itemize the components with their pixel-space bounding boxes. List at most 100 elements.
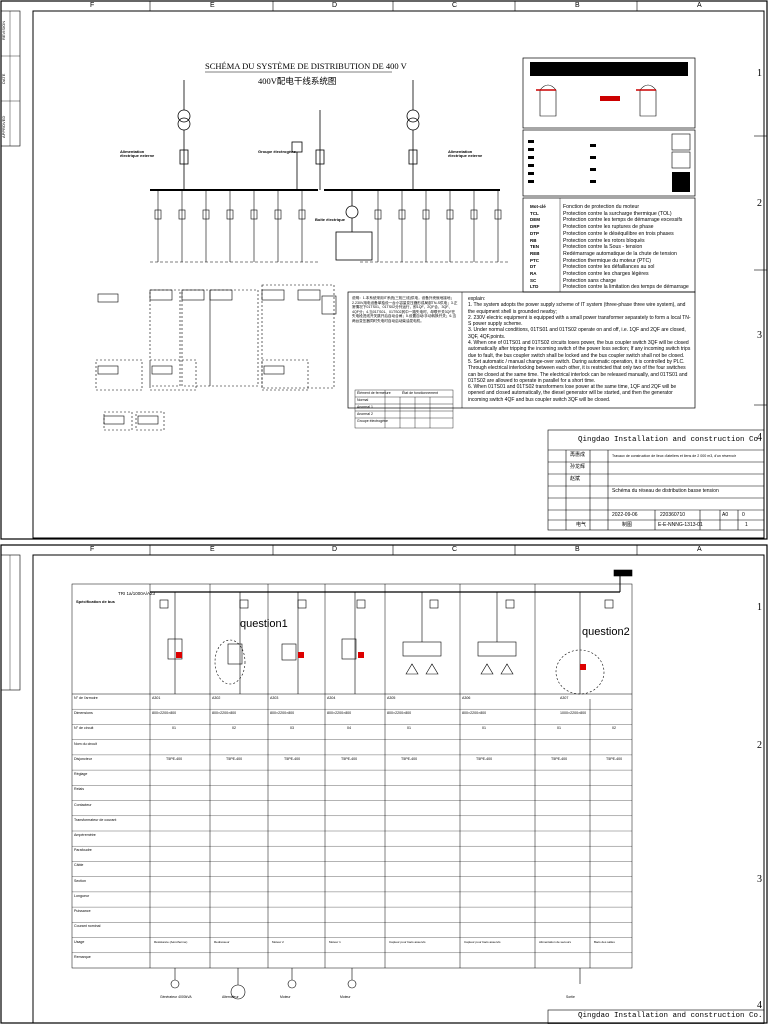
explain-line: 5. Set automatic / manual change-over sw… — [468, 358, 688, 384]
column-letter: A — [697, 546, 702, 553]
busbar-spec-label: Spécification de bus — [76, 599, 115, 604]
table-row-label: Normal — [357, 398, 369, 402]
legend-item: Protection contre la limitation des temp… — [563, 284, 689, 291]
circuit-number: 01 — [172, 726, 176, 731]
revision-label: REVISION — [1, 20, 6, 40]
table-row-label: Disjoncteur — [74, 756, 92, 761]
table-row-label: Puissance — [74, 909, 91, 914]
explain-line: 6. When 01TS01 and 01TS02 transformers l… — [468, 384, 677, 403]
stage: 制图 — [622, 522, 633, 528]
diagram-title-cn: 400V配电干线系统图 — [258, 76, 337, 86]
row-number: 4 — [757, 1000, 762, 1011]
bottom-device-label: Sortie — [566, 995, 575, 999]
explain-notes: explain: 1. The system adopts the power … — [468, 296, 692, 403]
table-row-label: Relais — [74, 787, 84, 792]
column-letter: E — [210, 2, 215, 9]
date-label: DATE — [1, 73, 6, 84]
date-value: 2022-09-06 — [612, 512, 638, 518]
bus-box-label: Boîte électrique — [315, 217, 346, 222]
alim-left-label: Alimentation électrique externe — [120, 149, 155, 158]
legend-code: LTD — [530, 284, 539, 290]
approved-label: APPROVED — [1, 115, 6, 138]
cabinet-id: A304 — [327, 696, 336, 700]
cabinet-id: A303 — [270, 696, 279, 700]
table-row-label: N° de l'armoire — [74, 696, 98, 700]
legend-item: Fonction de protection du moteur — [563, 204, 640, 210]
load-name: Capteur pour bacs asservis — [389, 939, 426, 944]
legend-code: RA — [530, 271, 537, 276]
bottom-device-label: Moteur — [280, 995, 291, 999]
question-label: question2 — [582, 626, 630, 638]
column-letter: E — [210, 546, 215, 553]
load-name: Moteur 1 — [329, 939, 341, 944]
drawing-title-fr: Travaux de construction de lieux d'ateli… — [612, 454, 736, 458]
cabinet-id: A305 — [387, 696, 396, 700]
cabinet-id: A302 — [212, 696, 221, 700]
cabinet-id: A307 — [560, 696, 569, 700]
legend-code: PTC — [530, 257, 539, 263]
row-number: 2 — [757, 198, 762, 209]
load-name: Résistance (Aérotherme) — [154, 939, 188, 944]
approver-name: 赵斌 — [570, 476, 581, 482]
legend-item: Protection contre les ruptures de phase — [563, 224, 654, 231]
column-letter: A — [697, 2, 702, 9]
bottom-device-label: Moteur — [340, 995, 351, 999]
column-letter: B — [575, 546, 580, 553]
row-number: 3 — [757, 874, 762, 885]
table-row-label: Remarque — [74, 954, 91, 959]
circuit-number: 03 — [290, 726, 294, 731]
row-number: 3 — [757, 330, 762, 341]
table-row-label: Transformateur de courant — [74, 817, 117, 822]
legend-code: DTP — [530, 230, 539, 236]
row-number: 4 — [757, 432, 762, 443]
circuit-number: 02 — [612, 726, 616, 731]
table-row-label: Contacteur — [74, 802, 92, 807]
table-row-label: Courant nominal — [74, 924, 101, 929]
table-row-label: Dimensions — [74, 711, 93, 716]
generator-label: Groupe électrogène — [258, 149, 296, 154]
legend-code: REB — [530, 250, 540, 256]
scale-value: 0 — [742, 512, 745, 518]
cn-notes: 说明：1.本系统采用IT系统(三相三线)供电，设备外壳就地接地；2.230V用电… — [352, 296, 458, 323]
table-row-label: Nom du circuit — [74, 741, 97, 746]
table-header: État de fonctionnement — [402, 391, 438, 395]
row-number: 1 — [757, 602, 762, 613]
discipline: 电气 — [576, 522, 587, 528]
cabinet-id: A301 — [152, 696, 161, 700]
breaker-model: T5PE-400 — [226, 756, 243, 761]
legend-item: Protection sans charge — [563, 277, 617, 284]
breaker-model: T5PE-400 — [551, 756, 568, 761]
row-number: 1 — [757, 68, 762, 79]
column-letter: D — [332, 546, 338, 553]
circuit-number: 02 — [232, 726, 236, 731]
diagram-title-fr: SCHÉMA DU SYSTÈME DE DISTRIBUTION DE 400… — [205, 61, 407, 71]
legend-item: Protection contre les charges légères — [563, 271, 649, 277]
breaker-model: T5PE-400 — [606, 756, 623, 761]
explain-line: 3. Under normal conditions, 01TS01 and 0… — [468, 327, 686, 340]
column-letter: D — [332, 2, 338, 9]
legend-code: Mot-clé — [530, 204, 546, 209]
cabinet-size: 800×2200×800 — [270, 711, 295, 716]
legend-item: Protection contre le déséquilibre en tro… — [563, 230, 674, 237]
legend-code: TEN — [530, 244, 539, 250]
table-row-label: Ampèremètre — [74, 833, 96, 837]
company-name: Qingdao Installation and construction Co… — [578, 436, 763, 444]
column-letter: C — [452, 2, 458, 9]
load-name: Moteur 2 — [272, 939, 284, 944]
load-name: Capteur pour bacs asservis — [464, 939, 501, 944]
breaker-model: T5PE-400 — [166, 756, 183, 761]
cabinet-size: 800×2200×800 — [387, 711, 412, 716]
legend-code: DRP — [530, 224, 540, 230]
table-header: Élément de fermeture — [357, 391, 391, 395]
alim-right-label: Alimentation électrique externe — [448, 149, 483, 158]
drawing-sheet-2: F E D C B A 1 2 3 4 TRI 1a/1000A/A23 Spé… — [0, 544, 768, 1024]
cabinet-id: A306 — [462, 696, 471, 700]
breaker-model: T5PE-400 — [341, 756, 358, 761]
table-row-label: Réglage — [74, 772, 88, 777]
table-row-label: Section — [74, 878, 86, 883]
legend-item: Protection contre les temps de démarrage… — [563, 217, 683, 224]
sheet-number: 1 — [745, 522, 748, 528]
breaker-model: T5PE-400 — [401, 756, 418, 761]
legend-item: Protection contre la Sous - tension — [563, 244, 643, 251]
designer-name: 再惠成 — [570, 452, 586, 458]
